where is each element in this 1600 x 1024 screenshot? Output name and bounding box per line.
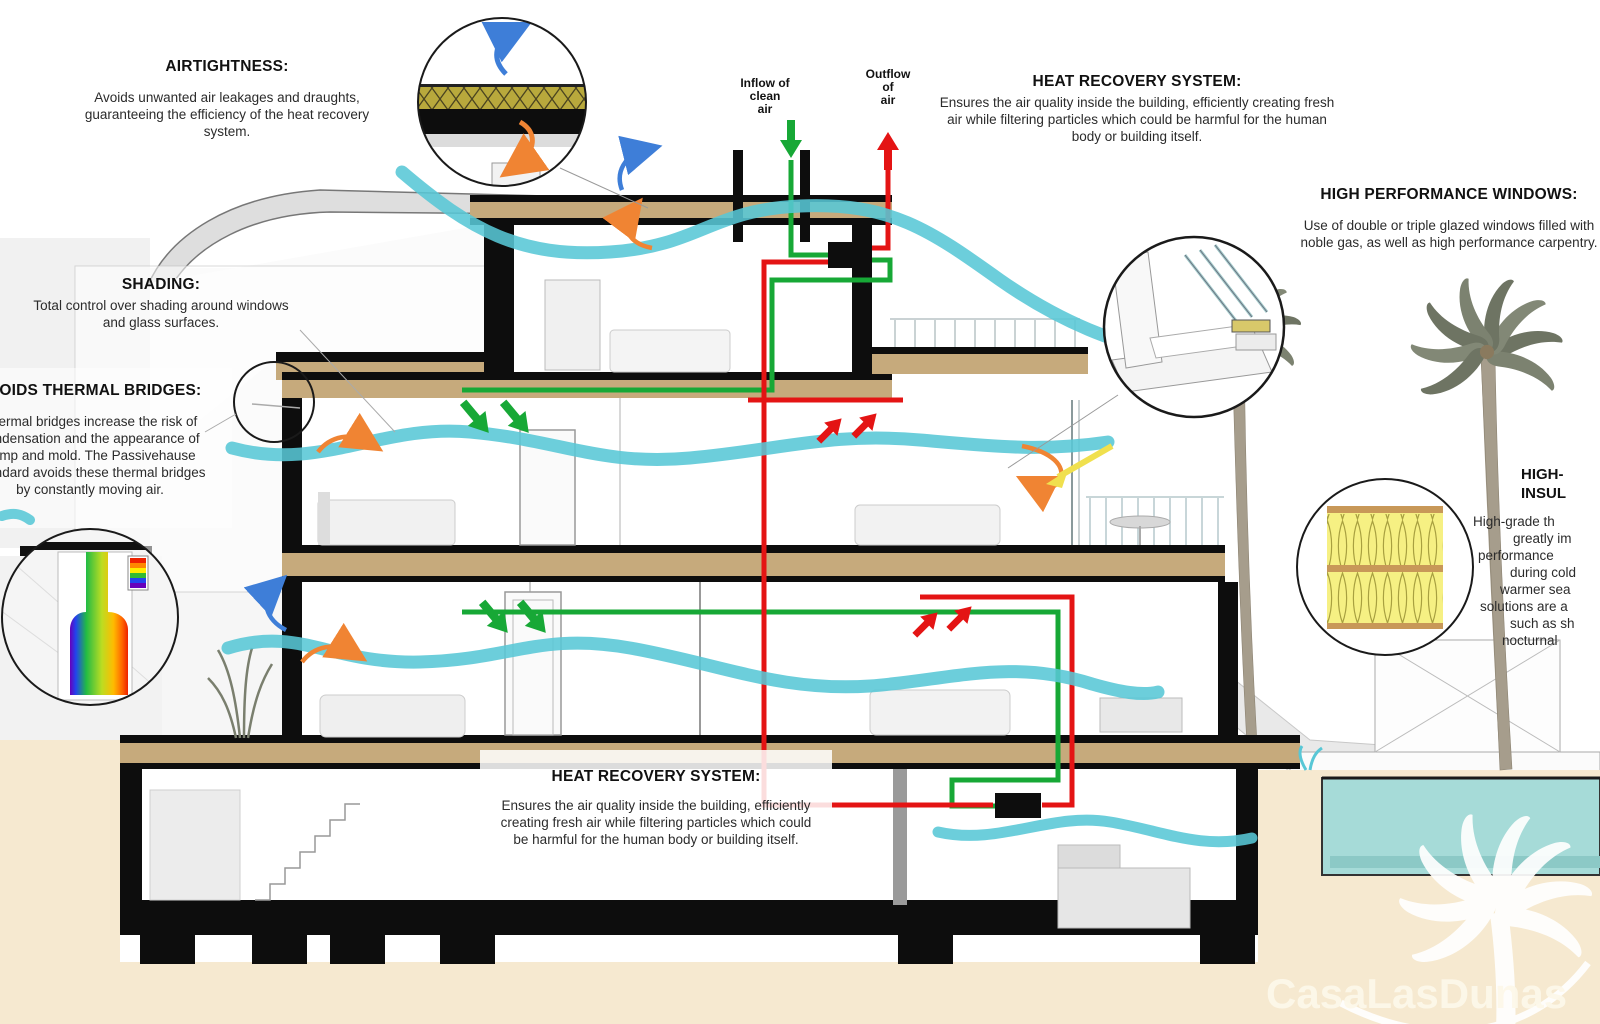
heat-recovery-bottom-body: Ensures the air quality inside the build… — [500, 798, 812, 847]
thermal-bridges-title: AVOIDS THERMAL BRIDGES: — [0, 382, 202, 399]
windows-note: HIGH PERFORMANCE WINDOWS: Use of double … — [1293, 186, 1600, 251]
roof-insulation-detail — [417, 17, 649, 209]
airtightness-note: AIRTIGHTNESS: Avoids unwanted air leakag… — [72, 58, 382, 140]
triple-glazed-window-detail — [1007, 235, 1286, 469]
heat-recovery-unit-top — [828, 242, 872, 268]
thermal-bridges-note: AVOIDS THERMAL BRIDGES: Thermal bridges … — [0, 382, 210, 498]
windows-title: HIGH PERFORMANCE WINDOWS: — [1320, 186, 1578, 203]
terrain — [0, 558, 1600, 1024]
brand-watermark: CasaLasDunas — [1266, 970, 1568, 1017]
air-circulation-ribbons — [0, 165, 1258, 848]
thermal-bridge-detail — [204, 361, 315, 443]
heat-recovery-bottom-title: HEAT RECOVERY SYSTEM: — [551, 768, 761, 785]
palm-tree-large — [1409, 275, 1564, 771]
heat-recovery-top-note: HEAT RECOVERY SYSTEM: Ensures the air qu… — [938, 73, 1336, 145]
outflow-arrow-icon — [877, 132, 899, 170]
reed-plant — [207, 647, 274, 739]
shading-note: SHADING: Total control over shading arou… — [30, 276, 292, 331]
shading-leader-line — [299, 329, 396, 433]
thermal-bridges-body: Thermal bridges increase the risk of con… — [0, 414, 206, 497]
airtightness-title: AIRTIGHTNESS: — [165, 58, 289, 75]
glass-railing-upper — [890, 318, 1080, 347]
brand-palm-logo — [1339, 810, 1594, 1024]
heat-recovery-top-body: Ensures the air quality inside the build… — [939, 95, 1335, 144]
shading-title: SHADING: — [121, 276, 201, 293]
convection-arrows-blue — [243, 135, 663, 633]
exhaust-duct-red — [748, 162, 1075, 808]
thermal-simulation-detail — [1, 528, 179, 706]
insulation-title-line2: INSUL — [1521, 485, 1566, 502]
airtightness-body: Avoids unwanted air leakages and draught… — [84, 90, 370, 139]
shading-body: Total control over shading around window… — [33, 298, 289, 330]
footings — [140, 930, 1255, 964]
wall-insulation-detail — [1296, 478, 1474, 656]
outflow-label: Outflow of air — [865, 67, 911, 107]
heat-recovery-bottom-note: HEAT RECOVERY SYSTEM: Ensures the air qu… — [480, 750, 832, 888]
pool-side-plant — [1298, 745, 1323, 771]
heat-recovery-top-title: HEAT RECOVERY SYSTEM: — [1032, 73, 1242, 90]
heat-recovery-unit-basement — [995, 793, 1041, 818]
swimming-pool — [1321, 776, 1600, 876]
inflow-label: Inflow of clean air — [740, 76, 790, 116]
windows-body: Use of double or triple glazed windows f… — [1300, 218, 1598, 250]
insulation-title-line1: HIGH- — [1521, 466, 1564, 483]
inflow-arrow-icon — [780, 120, 802, 158]
sun-ray-arrow-yellow — [1046, 443, 1114, 488]
